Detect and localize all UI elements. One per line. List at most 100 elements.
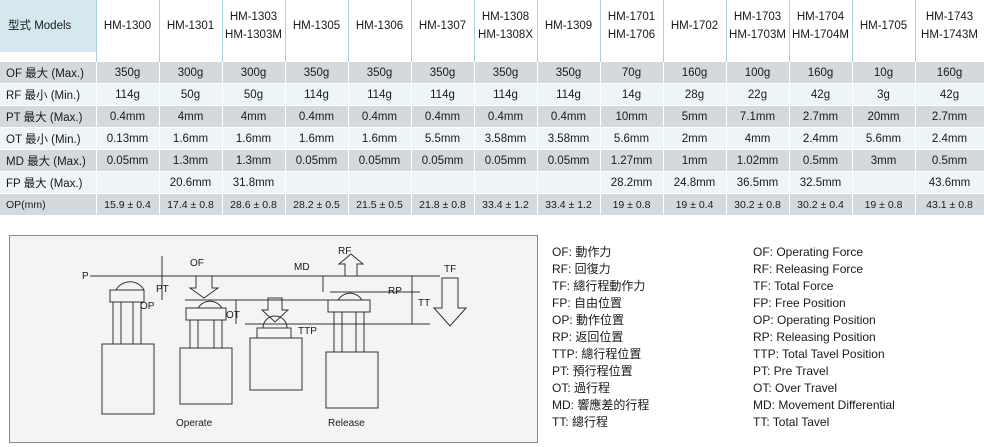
- table-cell: 33.4 ± 1.2: [474, 193, 538, 216]
- row-label: MD 最大 (Max.): [0, 149, 97, 172]
- table-cell: 1mm: [663, 149, 727, 172]
- rf-arrow: [337, 253, 365, 277]
- spacer-cell: [600, 52, 664, 62]
- model-header: HM-1705: [852, 0, 916, 52]
- legend-item: FP: Free Position: [753, 296, 846, 310]
- table-cell: 160g: [663, 62, 727, 84]
- of-arrow-1: [188, 275, 220, 299]
- legend-item: MD: Movement Differential: [753, 398, 895, 412]
- legend-item: PT: Pre Travel: [753, 364, 829, 378]
- legend-item: TF: 總行程動作力: [552, 279, 646, 293]
- table-cell: 0.4mm: [348, 105, 412, 128]
- table-cell: 28.2 ± 0.5: [285, 193, 349, 216]
- legend-item: TF: Total Force: [753, 279, 834, 293]
- table-cell: 114g: [474, 83, 538, 106]
- table-cell: 5.5mm: [411, 127, 475, 150]
- row-label: PT 最大 (Max.): [0, 105, 97, 128]
- table-cell: 114g: [537, 83, 601, 106]
- table-cell: 19 ± 0.4: [663, 193, 727, 216]
- label-ttp: TTP: [298, 326, 317, 337]
- table-cell: 20.6mm: [159, 171, 223, 194]
- table-cell: 100g: [726, 62, 790, 84]
- table-cell: 350g: [411, 62, 475, 84]
- model-name: HM-1706: [607, 29, 656, 41]
- table-cell: 5mm: [663, 105, 727, 128]
- table-cell: 0.5mm: [915, 149, 984, 172]
- table-cell: 3.58mm: [537, 127, 601, 150]
- table-cell: 0.4mm: [474, 105, 538, 128]
- switch-diagram: P OF PT OP OT MD RF TF RP TT TTP Operate…: [9, 235, 538, 443]
- label-of: OF: [190, 258, 204, 269]
- table-cell: 0.4mm: [537, 105, 601, 128]
- legend-item: TTP: 總行程位置: [552, 347, 642, 361]
- table-cell: 114g: [348, 83, 412, 106]
- table-cell: 42g: [789, 83, 853, 106]
- label-tf: TF: [444, 264, 456, 275]
- row-label: OP(mm): [0, 193, 97, 216]
- table-cell: 300g: [159, 62, 223, 84]
- table-cell: 20mm: [852, 105, 916, 128]
- table-cell: 10g: [852, 62, 916, 84]
- spacer-cell: [915, 52, 984, 62]
- spacer-cell: [726, 52, 790, 62]
- row-label: FP 最大 (Max.): [0, 171, 97, 194]
- table-cell: 43.1 ± 0.8: [915, 193, 984, 216]
- table-cell: 4mm: [159, 105, 223, 128]
- table-cell: 15.9 ± 0.4: [96, 193, 160, 216]
- row-label: OF 最大 (Max.): [0, 62, 97, 84]
- spacer-cell: [474, 52, 538, 62]
- table-cell: 5.6mm: [600, 127, 664, 150]
- label-rp: RP: [388, 286, 402, 297]
- model-name: HM-1301: [166, 20, 215, 32]
- table-cell: 160g: [915, 62, 984, 84]
- table-cell: 350g: [285, 62, 349, 84]
- table-cell: 2.4mm: [789, 127, 853, 150]
- switch-diagram-svg: P OF PT OP OT MD RF TF RP TT TTP Operate…: [82, 246, 468, 429]
- spacer-cell: [789, 52, 853, 62]
- table-cell: 1.6mm: [159, 127, 223, 150]
- table-cell: 42g: [915, 83, 984, 106]
- model-name: HM-1703: [733, 11, 782, 23]
- legend-item: TT: Total Tavel: [753, 415, 830, 429]
- spacer-cell: [0, 52, 97, 62]
- spacer-cell: [411, 52, 475, 62]
- model-name: HM-1303: [229, 11, 278, 23]
- legend-item: RP: 返回位置: [552, 330, 624, 344]
- tf-arrow: [432, 277, 468, 327]
- table-cell: 28.6 ± 0.8: [222, 193, 286, 216]
- model-header: HM-1301: [159, 0, 223, 52]
- spacer-cell: [537, 52, 601, 62]
- label-md: MD: [294, 262, 310, 273]
- label-release: Release: [328, 418, 365, 429]
- table-cell: 5.6mm: [852, 127, 916, 150]
- model-header: HM-1702: [663, 0, 727, 52]
- table-cell: 3.58mm: [474, 127, 538, 150]
- label-op: OP: [140, 301, 155, 312]
- table-cell: 160g: [789, 62, 853, 84]
- table-cell: 2.7mm: [789, 105, 853, 128]
- model-name: HM-1300: [103, 20, 152, 32]
- spacer-cell: [348, 52, 412, 62]
- model-name: HM-1303M: [225, 29, 282, 41]
- model-header: HM-1307: [411, 0, 475, 52]
- spacer-cell: [222, 52, 286, 62]
- table-cell: [348, 171, 412, 194]
- table-cell: 0.13mm: [96, 127, 160, 150]
- table-cell: 28.2mm: [600, 171, 664, 194]
- of-arrow-2: [260, 297, 290, 323]
- table-cell: 19 ± 0.8: [600, 193, 664, 216]
- label-operate: Operate: [176, 418, 213, 429]
- table-cell: 3g: [852, 83, 916, 106]
- table-cell: 7.1mm: [726, 105, 790, 128]
- label-ot: OT: [226, 310, 240, 321]
